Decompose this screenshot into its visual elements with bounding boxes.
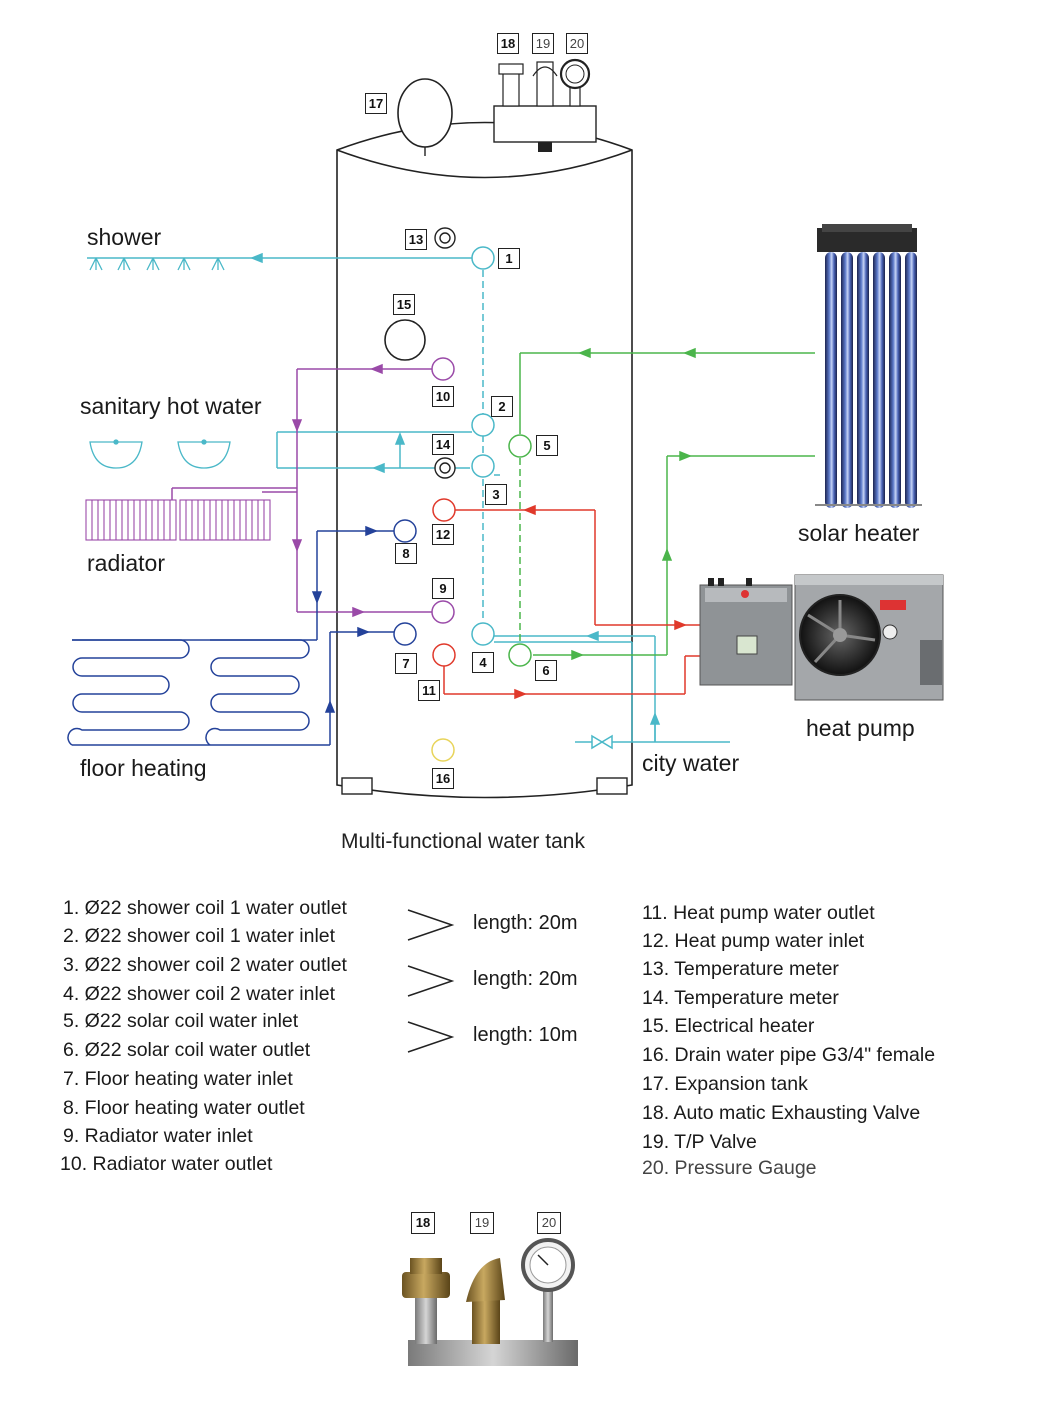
- marker-20: 20: [566, 33, 588, 54]
- label-city-water: city water: [642, 750, 740, 776]
- legend-item-16: 16. Drain water pipe G3/4" female: [642, 1044, 936, 1066]
- photo-marker-20: 20: [537, 1212, 561, 1234]
- shower-piping: [87, 252, 730, 743]
- port-4: [471, 622, 495, 646]
- sanitary-basins: [89, 439, 231, 469]
- label-solar-heater: solar heater: [798, 520, 920, 546]
- legend-item-2: 2. Ø22 shower coil 1 water inlet: [63, 925, 336, 947]
- marker-3: 3: [485, 484, 507, 505]
- legend-item-6: 6. Ø22 solar coil water outlet: [63, 1039, 311, 1061]
- legend-item-15: 15. Electrical heater: [642, 1015, 815, 1037]
- legend-item-19: 19. T/P Valve: [642, 1131, 757, 1153]
- legend-braces: [407, 909, 455, 1053]
- marker-18: 18: [497, 33, 519, 54]
- legend-item-18: 18. Auto matic Exhausting Valve: [642, 1102, 921, 1124]
- port-7: [393, 622, 417, 646]
- marker-6: 6: [535, 660, 557, 681]
- radiator-piping: [171, 363, 432, 618]
- port-1: [471, 246, 495, 270]
- port-2: [471, 413, 495, 437]
- photo-marker-19: 19: [470, 1212, 494, 1234]
- marker-2: 2: [491, 396, 513, 417]
- city-water-valve: [591, 734, 613, 750]
- legend-item-17: 17. Expansion tank: [642, 1073, 808, 1095]
- marker-1: 1: [498, 248, 520, 269]
- port-9: [431, 600, 455, 624]
- label-heat-pump: heat pump: [806, 715, 915, 741]
- top-valve-manifold: [493, 58, 597, 152]
- floor-heating-piping: [67, 525, 394, 746]
- legend-item-10: 10. Radiator water outlet: [60, 1153, 273, 1175]
- marker-19: 19: [532, 33, 554, 54]
- port-12: [432, 498, 456, 522]
- legend-item-8: 8. Floor heating water outlet: [63, 1097, 305, 1119]
- temperature-meter-13: [434, 227, 456, 249]
- radiator-panels: [85, 499, 271, 541]
- solar-piping: [519, 347, 815, 661]
- marker-9: 9: [432, 578, 454, 599]
- marker-5: 5: [536, 435, 558, 456]
- legend-item-5: 5. Ø22 solar coil water inlet: [63, 1010, 299, 1032]
- electrical-heater: [384, 319, 426, 361]
- heat-pump-image: [699, 574, 944, 701]
- length-label-3: length: 10m: [473, 1024, 578, 1046]
- legend-item-9: 9. Radiator water inlet: [63, 1125, 253, 1147]
- port-8: [393, 519, 417, 543]
- marker-14: 14: [432, 434, 454, 455]
- marker-15: 15: [393, 294, 415, 315]
- heat-pump-piping: [443, 504, 700, 700]
- photo-marker-18: 18: [411, 1212, 435, 1234]
- legend-item-12: 12. Heat pump water inlet: [642, 930, 865, 952]
- port-11: [432, 643, 456, 667]
- label-shower: shower: [87, 224, 162, 250]
- marker-11: 11: [418, 680, 440, 701]
- label-floor-heating: floor heating: [80, 755, 207, 781]
- expansion-tank: [397, 78, 453, 156]
- legend-item-14: 14. Temperature meter: [642, 987, 839, 1009]
- solar-heater-image: [815, 224, 922, 508]
- legend-item-1: 1. Ø22 shower coil 1 water outlet: [63, 897, 347, 919]
- port-3: [471, 454, 495, 478]
- label-sanitary-hot-water: sanitary hot water: [80, 393, 262, 419]
- diagram-caption: Multi-functional water tank: [341, 830, 585, 853]
- port-6: [508, 643, 532, 667]
- tank-ports: [393, 246, 532, 762]
- legend-item-13: 13. Temperature meter: [642, 958, 839, 980]
- marker-7: 7: [395, 653, 417, 674]
- legend-item-7: 7. Floor heating water inlet: [63, 1068, 293, 1090]
- valve-photo: [402, 1238, 578, 1366]
- legend-item-11: 11. Heat pump water outlet: [642, 902, 875, 924]
- marker-12: 12: [432, 524, 454, 545]
- temperature-meter-14: [434, 457, 456, 479]
- marker-10: 10: [432, 386, 454, 407]
- length-label-2: length: 20m: [473, 968, 578, 990]
- port-5: [508, 434, 532, 458]
- legend-item-3: 3. Ø22 shower coil 2 water outlet: [63, 954, 347, 976]
- marker-8: 8: [395, 543, 417, 564]
- legend-item-20: 20. Pressure Gauge: [642, 1157, 817, 1179]
- port-10: [431, 357, 455, 381]
- marker-13: 13: [405, 229, 427, 250]
- shower-heads: [89, 257, 225, 271]
- label-radiator: radiator: [87, 550, 165, 576]
- port-16: [431, 738, 455, 762]
- legend-item-4: 4. Ø22 shower coil 2 water inlet: [63, 983, 336, 1005]
- marker-17: 17: [365, 93, 387, 114]
- marker-16: 16: [432, 768, 454, 789]
- length-label-1: length: 20m: [473, 912, 578, 934]
- marker-4: 4: [472, 652, 494, 673]
